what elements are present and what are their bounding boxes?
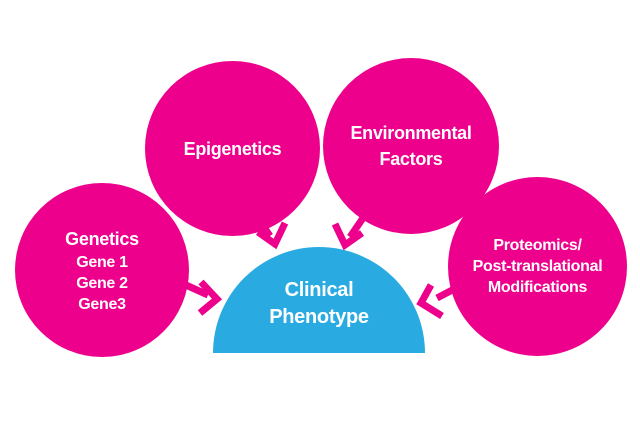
epigenetics-circle: Epigenetics bbox=[145, 61, 320, 236]
arrow-environmental-to-phenotype bbox=[331, 216, 366, 251]
proteomics-line2: Post-translational bbox=[472, 258, 603, 275]
epigenetics-title: Epigenetics bbox=[183, 138, 282, 159]
proteomics-circle: Proteomics/ Post-translational Modificat… bbox=[448, 177, 627, 356]
proteomics-line1: Proteomics/ bbox=[493, 237, 582, 254]
environmental-line2: Factors bbox=[379, 149, 443, 169]
environmental-factors-circle: Environmental Factors bbox=[323, 58, 499, 234]
genetics-title: Genetics bbox=[65, 228, 139, 249]
proteomics-line3: Modifications bbox=[487, 279, 588, 296]
clinical-phenotype-dome: Clinical Phenotype bbox=[213, 247, 425, 353]
gene-3-label: Gene3 bbox=[78, 295, 126, 313]
phenotype-line1: Clinical bbox=[284, 279, 354, 301]
gene-1-label: Gene 1 bbox=[76, 253, 128, 271]
gene-2-label: Gene 2 bbox=[76, 274, 128, 292]
environmental-line1: Environmental bbox=[350, 123, 472, 143]
phenotype-line2: Phenotype bbox=[269, 306, 369, 328]
genetics-circle: Genetics Gene 1 Gene 2 Gene3 bbox=[15, 183, 189, 357]
